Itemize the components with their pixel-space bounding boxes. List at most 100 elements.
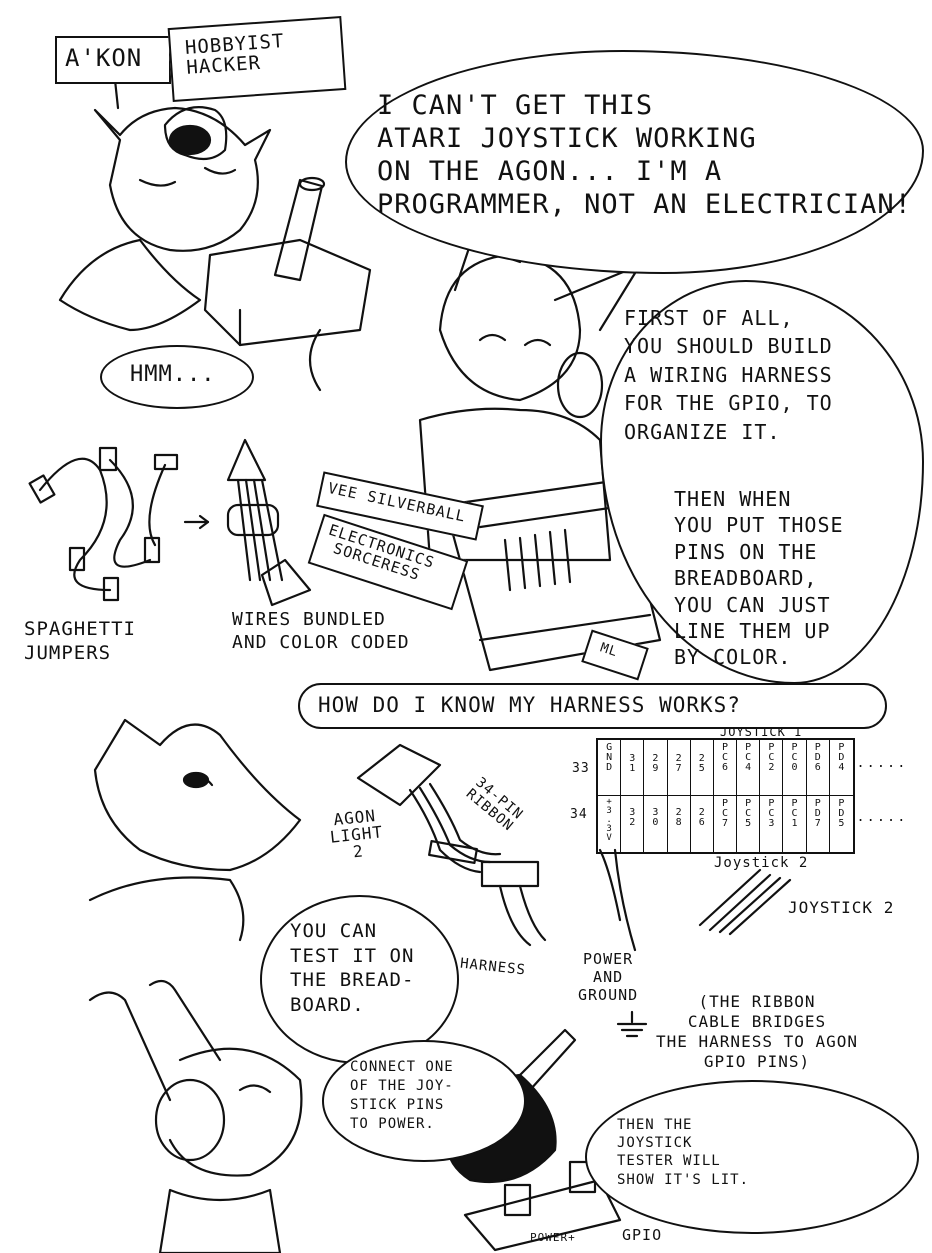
pin-bottom-cell: P D 5 xyxy=(838,798,845,829)
agon-board xyxy=(356,743,442,807)
speech-connect-text: CONNECT ONE OF THE JOY- STICK PINS TO PO… xyxy=(350,1059,454,1132)
pin-bottom-cell: 3 2 xyxy=(621,796,645,852)
bundle-top xyxy=(226,438,267,482)
caption-spaghetti-jumpers: SPAGHETTI JUMPERS xyxy=(24,618,136,664)
speech-test-text: YOU CAN TEST IT ON THE BREAD- BOARD. xyxy=(290,920,415,1017)
pin-bottom-cell: P C 3 xyxy=(760,796,784,852)
akon-head-2 xyxy=(93,718,302,872)
speech-bubble-tester: THEN THE JOYSTICK TESTER WILL SHOW IT'S … xyxy=(585,1080,919,1234)
pin-top-cell: P C 0 xyxy=(783,740,807,796)
pin-bottom-cell: + 3 . 3 V xyxy=(598,796,622,852)
speech-bubble-test-it: YOU CAN TEST IT ON THE BREAD- BOARD. xyxy=(260,895,459,1064)
speech-tester-text: THEN THE JOYSTICK TESTER WILL SHOW IT'S … xyxy=(617,1117,750,1188)
akon-eye-right xyxy=(203,166,237,175)
speech-bubble-cant-get: I CAN'T GET THIS ATARI JOYSTICK WORKING … xyxy=(345,50,924,274)
label-power-and-ground: POWER AND GROUND xyxy=(578,950,639,1004)
vee-head-2 xyxy=(168,1047,303,1177)
speech-bubble-first-of-all: FIRST OF ALL, YOU SHOULD BUILD A WIRING … xyxy=(600,280,924,684)
small-breadboard xyxy=(463,1178,622,1252)
pin-bottom-cell: 2 6 xyxy=(691,796,714,852)
vee-headphone xyxy=(556,351,604,419)
bundle-bottom xyxy=(260,558,312,607)
pin-bottom-cell: P C 5 xyxy=(737,796,761,852)
spaghetti-wire-1 xyxy=(38,457,112,592)
joystick-base xyxy=(203,238,372,347)
row-label-34: 34 xyxy=(570,807,588,822)
joystick-stick xyxy=(273,178,324,282)
vee-ear-2b xyxy=(148,979,222,1062)
speech-then-text: THEN WHEN YOU PUT THOSE PINS ON THE BREA… xyxy=(674,487,844,670)
vee-body xyxy=(418,407,612,562)
probe xyxy=(513,1028,577,1092)
spaghetti-wire-3 xyxy=(148,463,167,547)
akon-nose xyxy=(168,124,212,156)
akon-name-sign: A'KON xyxy=(55,36,171,84)
speech-hmm-text: HMM... xyxy=(130,362,216,387)
akon-title-sign: HOBBYIST HACKER xyxy=(167,16,347,102)
jumper-end xyxy=(143,536,161,564)
pin-top-cell: 2 9 xyxy=(644,740,668,796)
vee-body-2 xyxy=(158,1188,282,1253)
pin-top-cell: P C 4 xyxy=(737,740,761,796)
jumper-end xyxy=(28,474,56,504)
pin-top-cell: G N D xyxy=(598,740,622,796)
harness-wires xyxy=(498,884,547,947)
table-continuation-dots: . . . . . xyxy=(858,752,904,771)
jumper-end xyxy=(68,546,86,572)
sign-post xyxy=(113,78,120,110)
label-gpio: GPIO xyxy=(622,1226,663,1244)
jumper-end xyxy=(98,446,118,472)
jumper-end xyxy=(102,576,120,602)
speech-first-text: FIRST OF ALL, YOU SHOULD BUILD A WIRING … xyxy=(624,306,833,444)
wire-block xyxy=(503,1183,532,1217)
label-power-plus: POWER+ xyxy=(530,1231,576,1244)
label-agon-light-2: AGON LIGHT 2 xyxy=(329,805,384,862)
label-joystick-2: JOYSTICK 2 xyxy=(788,898,895,917)
caption-wires-bundled: WIRES BUNDLED AND COLOR CODED xyxy=(232,609,410,654)
joystick-cable xyxy=(309,328,322,392)
pin-top-cell: P C 6 xyxy=(713,740,738,796)
akon-head-outline xyxy=(93,106,272,252)
breadboard xyxy=(443,478,662,672)
label-joystick-2-small: Joystick 2 xyxy=(714,855,809,871)
joystick2-strokes xyxy=(698,868,792,936)
pin-bottom-cell: P D 7 xyxy=(807,796,830,852)
note-ribbon-cable: (THE RIBBON CABLE BRIDGES THE HARNESS TO… xyxy=(656,992,859,1071)
vee-ear-2 xyxy=(88,991,172,1102)
pin-top-cell: P D 6 xyxy=(806,740,830,796)
pin-top-cell: 2 7 xyxy=(667,740,691,796)
vee-headphone-2 xyxy=(154,1078,226,1162)
akon-name: A'KON xyxy=(65,44,143,72)
row-label-33: 33 xyxy=(572,761,590,776)
label-joystick-1: JOYSTICK 1 xyxy=(720,725,803,739)
table-continuation-dots: . . . . . xyxy=(858,806,904,825)
speech-bubble-hmm: HMM... xyxy=(100,345,254,409)
vee-eye-left xyxy=(478,333,507,342)
speech-bubble-connect-one: CONNECT ONE OF THE JOY- STICK PINS TO PO… xyxy=(322,1040,526,1162)
speech-how-text: HOW DO I KNOW MY HARNESS WORKS? xyxy=(318,693,741,717)
pin-top-cell: 3 1 xyxy=(621,740,645,796)
akon-eye-left xyxy=(138,178,177,187)
akon-title: HOBBYIST HACKER xyxy=(184,30,286,79)
vee-head xyxy=(438,253,582,402)
pin-top-cell: 2 5 xyxy=(690,740,714,796)
breadboard-wires xyxy=(503,528,572,592)
pin-bottom-cell: P C 7 xyxy=(714,796,738,852)
ribbon-connector xyxy=(428,840,478,864)
ribbon-cable xyxy=(408,788,482,874)
ground-symbol xyxy=(616,1010,648,1038)
bundle-band xyxy=(226,503,280,537)
pin-bottom-cell: 3 0 xyxy=(644,796,668,852)
akon-body xyxy=(58,238,202,332)
harness-connector xyxy=(480,860,540,888)
jumper-end xyxy=(153,453,179,471)
pin-top-cell: P D 4 xyxy=(829,740,853,796)
spaghetti-wire-2 xyxy=(108,458,152,568)
pin-bottom-cell: 2 8 xyxy=(668,796,691,852)
akon-body-2 xyxy=(88,876,245,942)
power-leader xyxy=(613,848,637,952)
pin-top-cell: P C 2 xyxy=(760,740,784,796)
gpio-pin-table: G N D 3 1 2 9 2 7 2 5 P C 6 P C 4 P C 2 … xyxy=(596,738,855,854)
vee-eye-right xyxy=(523,338,552,347)
vee-eye-2 xyxy=(238,1084,272,1094)
